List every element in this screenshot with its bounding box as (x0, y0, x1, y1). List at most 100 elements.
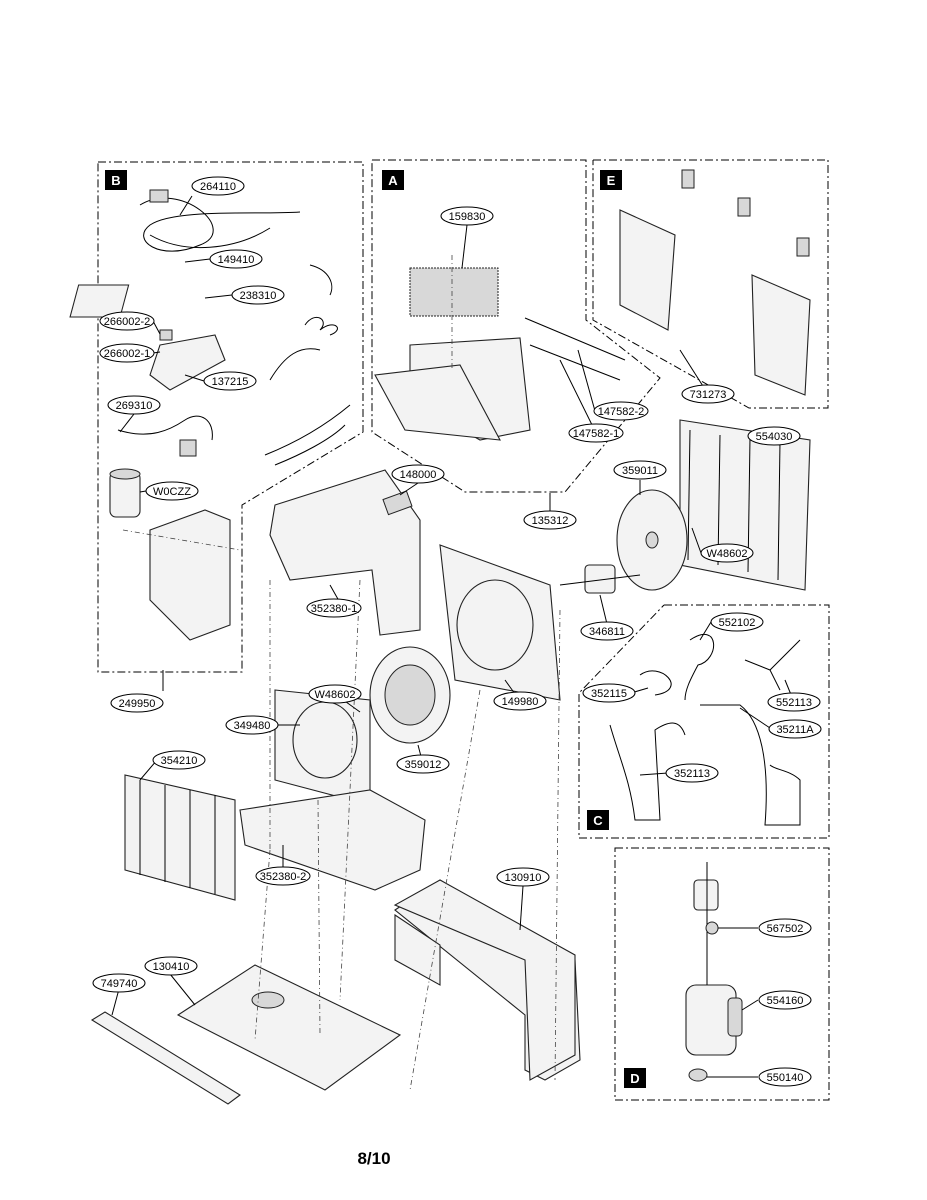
svg-text:266002-1: 266002-1 (104, 348, 151, 360)
part-label-354210: 354210 (152, 750, 206, 770)
section-b-frame (97, 161, 364, 673)
part-label-W48602-condenser: W48602 (700, 543, 754, 563)
section-d-frame (614, 847, 830, 1101)
svg-text:W48602: W48602 (707, 548, 748, 560)
assembly-guide-lines (122, 255, 561, 1091)
part-label-554030: 554030 (747, 426, 801, 446)
svg-text:35211A: 35211A (776, 724, 814, 736)
part-label-567502: 567502 (758, 918, 812, 938)
part-label-238310: 238310 (231, 285, 285, 305)
part-label-149410: 149410 (209, 249, 263, 269)
air-filter-drawing (409, 267, 499, 317)
svg-text:731273: 731273 (690, 389, 727, 401)
svg-text:346811: 346811 (589, 626, 625, 638)
part-label-359011: 359011 (613, 460, 667, 480)
thermostat-drawing (117, 415, 213, 457)
part-label-552102: 552102 (710, 612, 764, 632)
svg-text:352113: 352113 (674, 768, 710, 780)
part-label-147582-2: 147582-2 (593, 401, 649, 421)
part-label-135312: 135312 (523, 510, 577, 530)
svg-text:E: E (607, 173, 616, 188)
part-label-359012: 359012 (396, 754, 450, 774)
svg-text:149980: 149980 (502, 696, 539, 708)
control-box-drawing (149, 334, 226, 391)
svg-text:554030: 554030 (756, 431, 793, 443)
side-curtain-left-drawing (619, 209, 676, 331)
part-label-749740: 749740 (92, 973, 146, 993)
piping-drawings (609, 633, 801, 826)
part-label-352115: 352115 (582, 683, 636, 703)
svg-text:552113: 552113 (776, 697, 812, 709)
cabinet-drawing (393, 879, 581, 1081)
svg-text:552102: 552102 (719, 617, 756, 629)
rail-drawing (90, 1011, 241, 1105)
svg-text:130410: 130410 (153, 961, 190, 973)
section-d-badge: D (624, 1068, 646, 1088)
part-label-130410: 130410 (144, 956, 198, 976)
section-c-badge: C (587, 810, 609, 830)
svg-text:C: C (593, 813, 603, 828)
svg-text:148000: 148000 (400, 469, 437, 481)
part-label-352380-1: 352380-1 (306, 598, 362, 618)
bracket-clip-drawing (382, 490, 413, 516)
part-label-554160: 554160 (758, 990, 812, 1010)
capacitor-drawing (109, 468, 141, 518)
svg-text:B: B (111, 173, 120, 188)
svg-text:D: D (630, 1071, 639, 1086)
base-pan-drawing (176, 964, 402, 1091)
power-cord-drawing (139, 189, 301, 252)
part-label-W0CZZ: W0CZZ (145, 481, 199, 501)
part-label-147582-1: 147582-1 (568, 423, 624, 443)
svg-text:147582-1: 147582-1 (573, 428, 620, 440)
svg-text:349480: 349480 (234, 720, 271, 732)
section-c-frame (578, 604, 830, 839)
section-a-frame (371, 159, 661, 493)
part-label-137215: 137215 (203, 371, 257, 391)
part-label-552113: 552113 (767, 692, 821, 712)
svg-text:147582-2: 147582-2 (598, 406, 645, 418)
side-curtain-right-drawing (751, 274, 811, 396)
svg-text:135312: 135312 (532, 515, 569, 527)
leader-lines (111, 195, 795, 1078)
control-bracket-drawing (149, 509, 231, 641)
svg-text:550140: 550140 (767, 1072, 804, 1084)
svg-text:249950: 249950 (119, 698, 156, 710)
bracket-drawing-2 (737, 197, 751, 217)
svg-text:264110: 264110 (200, 181, 236, 193)
section-a-badge: A (382, 170, 404, 190)
orifice-panel-drawing (274, 689, 371, 806)
part-label-266002-1: 266002-1 (99, 343, 155, 363)
louver-drawing (524, 317, 626, 381)
section-b-badge: B (105, 170, 127, 190)
base-pan-hole-drawing (251, 991, 285, 1009)
svg-text:352380-1: 352380-1 (311, 603, 358, 615)
control-board-drawing (69, 284, 130, 318)
part-label-352380-2: 352380-2 (255, 866, 311, 886)
svg-text:W48602: W48602 (315, 689, 356, 701)
part-label-249950: 249950 (110, 693, 164, 713)
svg-text:130910: 130910 (505, 872, 542, 884)
svg-text:159830: 159830 (449, 211, 486, 223)
svg-text:354210: 354210 (161, 755, 198, 767)
condenser-fan-drawing (616, 489, 688, 591)
compressor-drawing (685, 862, 743, 1082)
part-label-550140: 550140 (758, 1067, 812, 1087)
svg-text:567502: 567502 (767, 923, 804, 935)
base-drain-pan-drawing (239, 789, 426, 891)
svg-text:266002-2: 266002-2 (104, 316, 151, 328)
bracket-drawing-1 (681, 169, 695, 189)
svg-text:749740: 749740 (101, 978, 138, 990)
switch-drawing-2 (159, 329, 173, 341)
front-panel-drawing (374, 364, 501, 441)
fan-shroud-drawing (439, 544, 561, 701)
part-label-346811: 346811 (580, 621, 634, 641)
part-label-148000: 148000 (391, 464, 445, 484)
condenser-coil-drawing (679, 419, 811, 591)
svg-text:352115: 352115 (591, 688, 627, 700)
wire-harness-drawings (264, 264, 351, 466)
svg-text:W0CZZ: W0CZZ (153, 486, 191, 498)
part-label-159830: 159830 (440, 206, 494, 226)
svg-text:359011: 359011 (622, 465, 658, 477)
evaporator-coil-drawing (124, 774, 236, 901)
part-label-731273: 731273 (681, 384, 735, 404)
